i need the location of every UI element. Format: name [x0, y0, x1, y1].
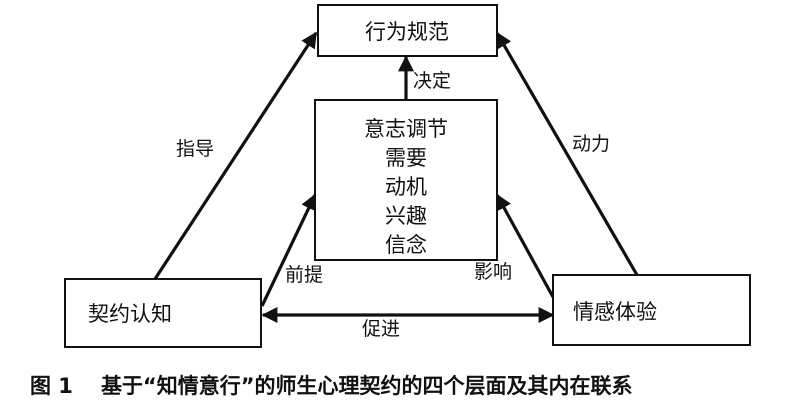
- arrow-left-to-center: [260, 193, 317, 307]
- edge-label-promote: 促进: [362, 318, 400, 340]
- center-item: 需要: [385, 146, 427, 170]
- figure-caption-text: 基于“知情意行”的师生心理契约的四个层面及其内在联系: [100, 374, 633, 398]
- edge-label-motivation: 动力: [572, 133, 610, 155]
- figure-caption: 图 1 基于“知情意行”的师生心理契约的四个层面及其内在联系: [30, 370, 790, 400]
- edge-label-premise: 前提: [285, 264, 323, 286]
- node-top-label: 行为规范: [365, 20, 449, 44]
- node-right-box: [552, 274, 751, 346]
- arrow-right-to-center: [495, 193, 555, 298]
- node-top-box: [317, 4, 498, 57]
- node-center-box: [314, 99, 498, 261]
- edge-label-guide: 指导: [176, 138, 214, 160]
- figure-number: 图 1: [30, 374, 73, 398]
- center-item: 兴趣: [385, 204, 427, 228]
- arrow-left-to-top: [153, 31, 318, 280]
- node-right-label: 情感体验: [573, 300, 657, 324]
- arrow-right-to-top: [495, 31, 639, 276]
- edge-label-decide: 决定: [413, 70, 451, 92]
- node-left-label: 契约认知: [88, 302, 172, 326]
- node-left-box: [64, 278, 262, 348]
- center-item: 信念: [385, 233, 427, 257]
- edge-label-influence: 影响: [474, 261, 512, 283]
- center-item: 动机: [385, 175, 427, 199]
- center-item: 意志调节: [364, 117, 448, 141]
